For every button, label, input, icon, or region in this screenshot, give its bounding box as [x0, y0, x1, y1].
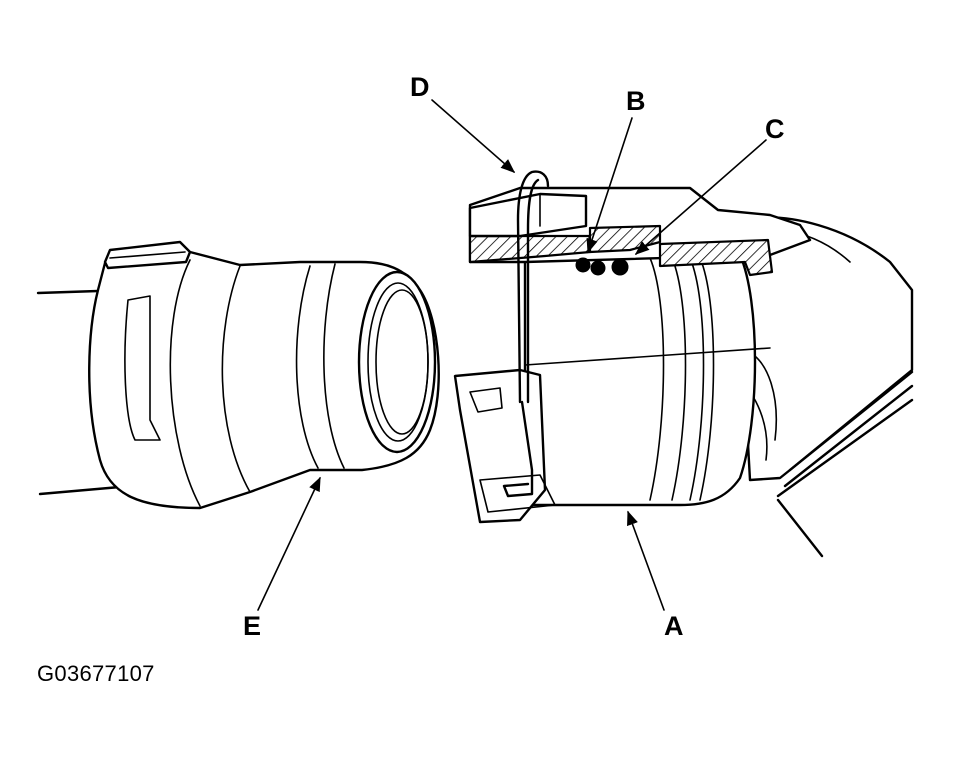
leader-d [431, 99, 516, 173]
leader-b [586, 117, 633, 254]
leader-e [257, 476, 321, 611]
label-d: D [410, 72, 430, 102]
fitting-a [453, 186, 914, 558]
label-b: B [626, 86, 646, 116]
retainer-clip-d [502, 170, 550, 498]
label-e: E [243, 611, 262, 641]
label-a: A [664, 611, 684, 641]
leader-a [627, 510, 665, 611]
hose-end-e [36, 240, 440, 510]
label-c: C [765, 114, 785, 144]
leader-lines [257, 99, 767, 611]
figure-id: G03677107 [37, 661, 155, 686]
leader-c [634, 139, 767, 255]
